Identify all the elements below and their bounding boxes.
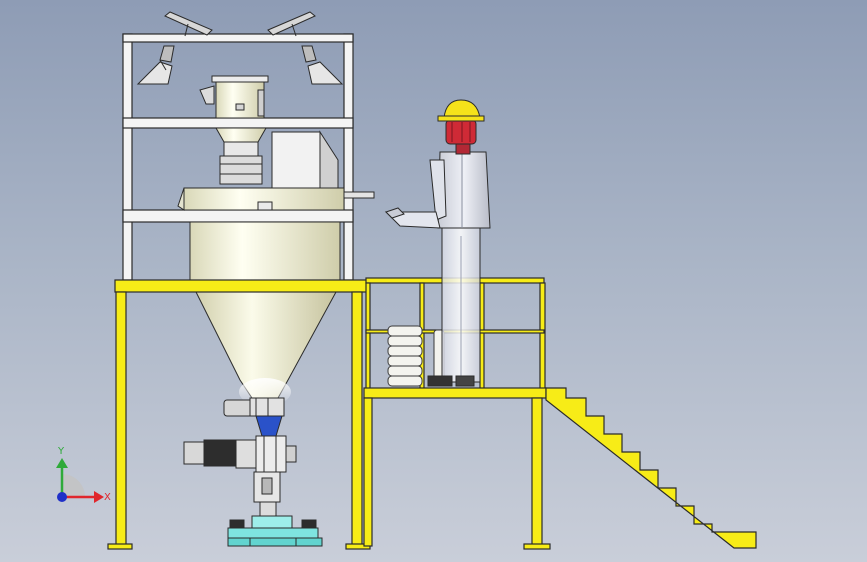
staircase — [545, 387, 757, 549]
bag-stack — [387, 325, 445, 387]
frame-beam-top — [122, 33, 354, 43]
stairs — [545, 387, 757, 549]
x-axis-label: X — [104, 492, 111, 503]
main-hopper — [177, 187, 345, 406]
y-axis-label: Y — [57, 446, 65, 457]
weighing-base — [227, 515, 323, 547]
filter-housing — [271, 131, 321, 193]
hopper-cylinder — [189, 221, 341, 281]
hard-hat — [443, 99, 481, 119]
bag-dump-station — [199, 75, 269, 119]
frame-beam-3 — [122, 209, 354, 223]
support-leg-right — [351, 291, 363, 547]
frame-post-left — [122, 33, 133, 281]
z-axis-dot — [57, 492, 67, 502]
support-leg-left — [115, 291, 127, 547]
discharge-assembly — [183, 397, 297, 517]
lamps — [136, 11, 344, 85]
coordinate-triad: Y X — [56, 446, 111, 503]
support-beam-top — [114, 279, 368, 293]
platform-deck — [363, 387, 547, 399]
yellow-support — [107, 279, 371, 550]
butterfly-valve — [255, 415, 283, 437]
frame-beam-2 — [122, 117, 354, 129]
rotary-valve — [219, 155, 263, 185]
upper-frame — [122, 33, 354, 281]
middle-equipment — [215, 127, 375, 199]
operator-head — [445, 119, 477, 145]
drive-motor — [203, 439, 237, 467]
lamp-right — [267, 11, 344, 85]
lamp-left — [136, 11, 213, 85]
operator-figure — [384, 99, 491, 387]
frame-post-right — [343, 33, 354, 281]
